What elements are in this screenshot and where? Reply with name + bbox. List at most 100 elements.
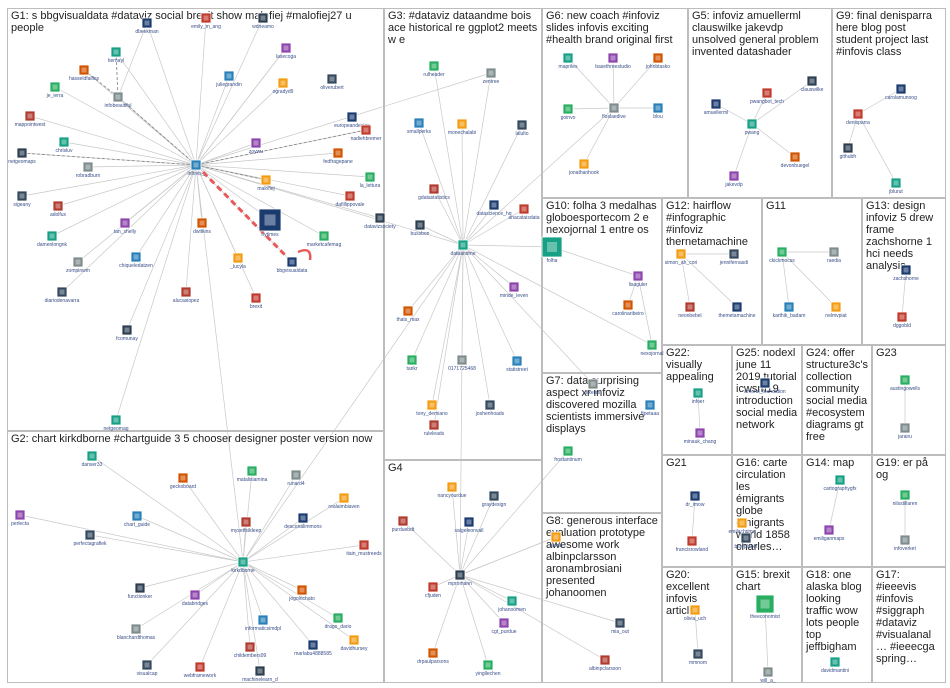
node-johanoomen[interactable]: johanoomen	[497, 595, 526, 613]
node-dataandme[interactable]: dataandme	[450, 239, 476, 257]
node-bussbon[interactable]: bussbon	[411, 219, 430, 237]
node-gdatastatistics[interactable]: gdatastatistics	[418, 183, 450, 201]
node-will-a-[interactable]: will_a_	[760, 666, 776, 684]
node-francisrowland[interactable]: francisrowland	[676, 535, 708, 553]
node-nexojornal[interactable]: nexojornal	[640, 339, 664, 357]
node-infoverket[interactable]: infoverket	[894, 534, 916, 552]
node-emily-m-ang[interactable]: emily_m_ang	[191, 12, 221, 30]
node-dr-imow[interactable]: dr_imow	[686, 490, 705, 508]
node-infovis-[interactable]: infovis_	[188, 159, 205, 177]
node-thats-max[interactable]: thats_max	[396, 305, 420, 323]
node-kirkdborne[interactable]: kirkdborne	[231, 556, 255, 574]
node-olivia-uch[interactable]: olivia_uch	[684, 604, 706, 622]
node-amoral-foundation[interactable]: amoral_foundation	[744, 377, 786, 395]
node-informaticsimdpl[interactable]: informaticsimdpl	[245, 614, 281, 632]
node-lasecoga[interactable]: lasecoga	[276, 42, 296, 60]
node-dbeekman[interactable]: dbeekman	[135, 17, 159, 35]
node-basethreestudio[interactable]: basethreestudio	[595, 52, 631, 70]
node-machinelearn-d[interactable]: machinelearn_d	[242, 665, 278, 683]
node-clauswilke[interactable]: clauswilke	[801, 75, 824, 93]
node-dggobld[interactable]: dggobld	[893, 311, 911, 329]
node-perfectagrafiek[interactable]: perfectagrafiek	[73, 529, 107, 547]
node-europeandesign[interactable]: europeandesign	[334, 111, 370, 129]
node-ogradyd9[interactable]: ogradyd9	[273, 77, 294, 95]
node-jblurut[interactable]: jblurut	[888, 177, 903, 195]
node-damenlongnk[interactable]: damenlongnk	[37, 230, 68, 248]
node-monechalabi[interactable]: monechalabi	[448, 118, 476, 136]
node-perlecta[interactable]: perlecta	[11, 509, 29, 527]
node-purduebdt[interactable]: purduebdt	[392, 515, 415, 533]
node-robradburn[interactable]: robradburn	[76, 161, 101, 179]
node-ruleleads[interactable]: ruleleads	[424, 419, 445, 437]
node-nytimes[interactable]: nytimes	[258, 208, 282, 238]
node-zentree[interactable]: zentree	[483, 67, 500, 85]
node-joshenhoads[interactable]: joshenhoads	[475, 399, 505, 417]
node-je-ierra[interactable]: je_ierra	[46, 81, 64, 99]
node-lalulto[interactable]: lalulto	[515, 119, 529, 137]
node-datascience-hq[interactable]: datascience_hq	[476, 199, 512, 217]
node-geckoboard[interactable]: geckoboard	[170, 472, 196, 490]
node-tarikr[interactable]: tarikr	[406, 354, 418, 372]
node-dwitkins[interactable]: dwitkins	[193, 217, 211, 235]
node-brexit[interactable]: brexit	[250, 292, 263, 310]
node-runard4[interactable]: runard4	[287, 469, 305, 487]
node-sigeany[interactable]: sigeany	[13, 190, 31, 208]
node-salgeleonvall[interactable]: salgeleonvall	[455, 516, 484, 534]
node-realaimbiaven[interactable]: realaimbiaven	[328, 492, 360, 510]
node-tiernayl[interactable]: tiernayl	[108, 46, 124, 64]
node--lucyla[interactable]: _lucyla	[229, 252, 246, 270]
node-davidmantini[interactable]: davidmantini	[821, 656, 849, 674]
node-webframework[interactable]: webframework	[184, 661, 217, 679]
node-matalisiamina[interactable]: matalisiamina	[237, 465, 268, 483]
node-folha[interactable]: folha	[541, 236, 563, 264]
node-cfjuden[interactable]: cfjuden	[425, 581, 441, 599]
node-mapriles[interactable]: mapriles	[559, 52, 578, 70]
node-diariodenavarra[interactable]: diariodenavarra	[45, 286, 80, 304]
node-malofiej[interactable]: malofiej	[257, 174, 275, 192]
node-zoywu[interactable]: zoywu	[249, 137, 263, 155]
node-drpaulparsons[interactable]: drpaulparsons	[417, 647, 449, 665]
node-jakevdp[interactable]: jakevdp	[724, 170, 743, 188]
node-pwangbot-tech[interactable]: pwangbot_tech	[750, 87, 784, 105]
node-blou[interactable]: blou	[652, 102, 664, 120]
node-mysetfsildeep[interactable]: mysetfsildeep	[231, 516, 262, 534]
node-bbgvisualdata[interactable]: bbgvisualdata	[277, 256, 308, 274]
node-austingowells[interactable]: austingowells	[890, 374, 921, 392]
node-mappointwest[interactable]: mappointwest	[15, 110, 46, 128]
node-ftpetaaa[interactable]: ftpetaaa	[641, 399, 659, 417]
node-visualcap[interactable]: visualcap	[137, 659, 158, 677]
node-juliegrandin[interactable]: juliegrandin	[215, 70, 242, 88]
node-childembers99[interactable]: childembers99	[234, 641, 267, 659]
node-emiliganmaps[interactable]: emiliganmaps	[814, 524, 845, 542]
node-drago-dario[interactable]: drago_dario	[325, 612, 352, 630]
node-carolinaribeiro[interactable]: carolinaribeiro	[612, 299, 644, 317]
node-mia-out[interactable]: mia_out	[611, 617, 630, 635]
node-la-lettura[interactable]: la_lettura	[360, 171, 381, 189]
node-alucasiopez[interactable]: alucasiopez	[173, 286, 200, 304]
node-adolfux[interactable]: adolfux	[50, 200, 67, 218]
node-functionker[interactable]: functionker	[128, 582, 153, 600]
node-minauk-chang[interactable]: minauk_chang	[684, 427, 717, 445]
node-goinvo[interactable]: goinvo	[561, 103, 576, 121]
node-githubfr[interactable]: githubfr	[840, 142, 857, 160]
node-frostantinum[interactable]: frostantinum	[554, 445, 582, 463]
node-infobeautiful[interactable]: infobeautiful	[105, 91, 132, 109]
node-marketcafemag[interactable]: marketcafemag	[307, 230, 342, 248]
node-tony-demiano[interactable]: tony_demiano	[416, 399, 448, 417]
node-0171725468[interactable]: 0171725468	[448, 354, 476, 372]
node-jarairu[interactable]: jarairu	[897, 422, 912, 440]
node-chart-guide[interactable]: chart_guide	[124, 510, 150, 528]
node-dafillippovale[interactable]: dafillippovale	[336, 190, 365, 208]
node-databridges[interactable]: databridges	[182, 589, 209, 607]
node-jennifernasdi[interactable]: jennifernasdi	[719, 248, 748, 266]
node-emilachrime[interactable]: emilachrime	[729, 517, 756, 535]
node-mpromann[interactable]: mpromann	[448, 569, 472, 587]
node-jogolnchato[interactable]: jogolnchato	[288, 584, 315, 602]
node-graydesign[interactable]: graydesign	[482, 490, 507, 508]
node-mmnom[interactable]: mmnom	[689, 648, 707, 666]
node-smallperks[interactable]: smallperks	[407, 117, 431, 135]
node-hasseldfailles[interactable]: hasseldfailles	[69, 64, 100, 82]
node-blanchardthomas[interactable]: blanchardthomas	[117, 623, 156, 641]
node-zompinwm[interactable]: zompinwm	[66, 256, 90, 274]
node-datavizsociety[interactable]: datavizsociety	[364, 212, 396, 230]
